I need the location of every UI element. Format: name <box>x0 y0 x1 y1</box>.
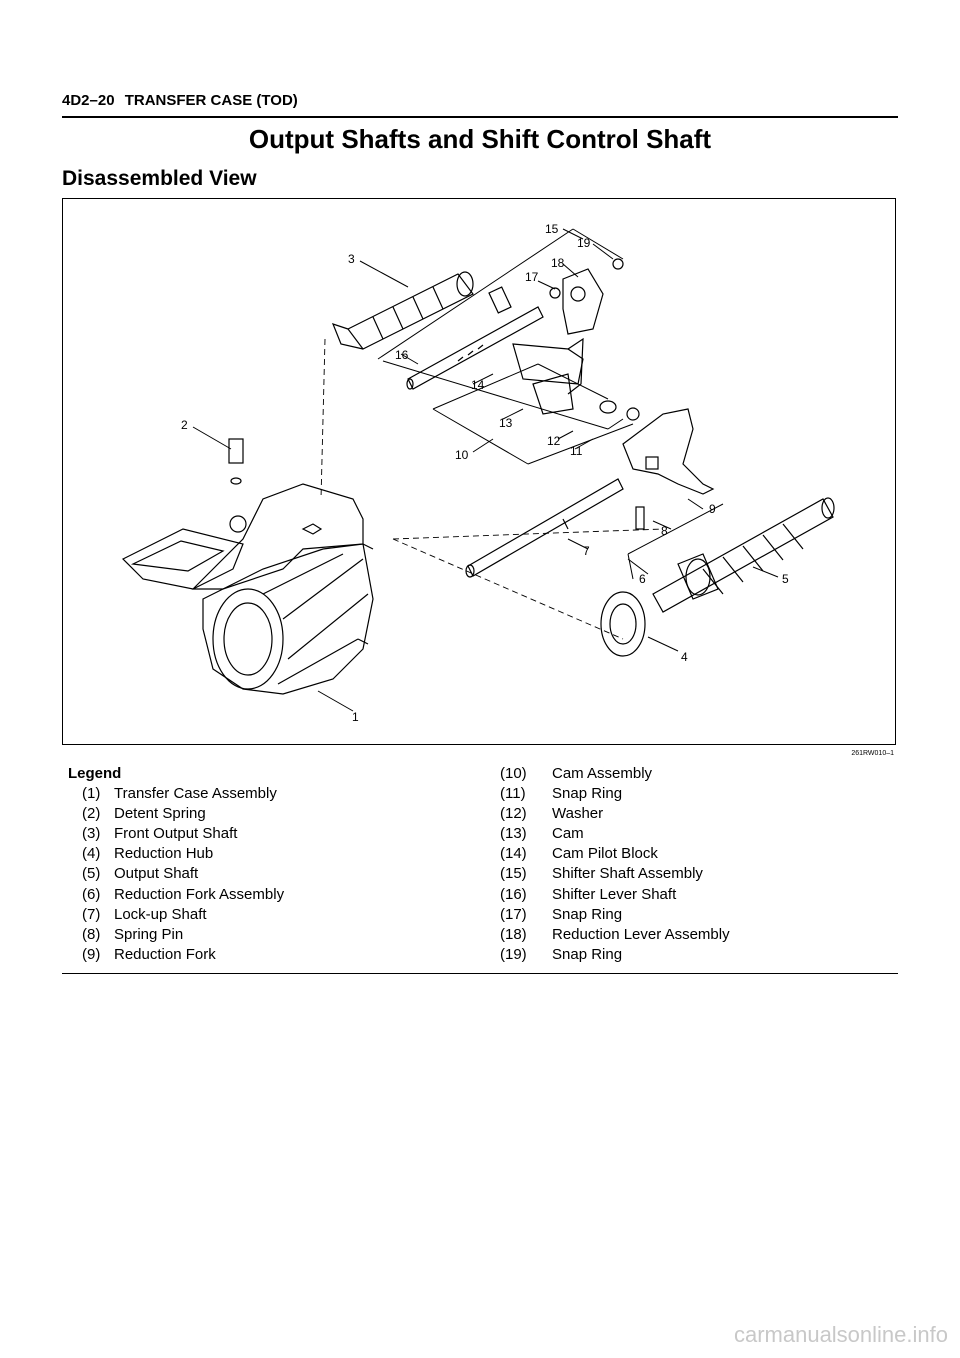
callout-15: 15 <box>545 222 559 236</box>
legend-item: (2)Detent Spring <box>82 805 206 823</box>
legend-item: (9)Reduction Fork <box>82 945 216 963</box>
callout-9: 9 <box>709 502 716 516</box>
legend-right-column: (10)Cam Assembly (11)Snap Ring (12)Washe… <box>500 764 730 965</box>
callout-10: 10 <box>455 448 469 462</box>
callout-6: 6 <box>639 572 646 586</box>
page-header: 4D2–20 TRANSFER CASE (TOD) <box>62 92 304 109</box>
section-name: TRANSFER CASE (TOD) <box>124 92 298 109</box>
legend-item: (15)Shifter Shaft Assembly <box>500 865 703 883</box>
callout-5: 5 <box>782 572 789 586</box>
callout-8: 8 <box>661 524 668 538</box>
bottom-divider <box>62 973 898 974</box>
legend-item: (10)Cam Assembly <box>500 765 653 782</box>
dashed-centerlines <box>320 338 664 640</box>
callout-18: 18 <box>551 256 565 270</box>
transfer-case-housing <box>121 483 374 695</box>
callout-12: 12 <box>547 434 561 448</box>
legend-item: (8)Spring Pin <box>82 925 184 943</box>
legend-item: (12)Washer <box>500 805 604 823</box>
legend-item: (13)Cam <box>500 825 584 843</box>
callout-17: 17 <box>525 270 539 284</box>
callout-2: 2 <box>181 418 188 432</box>
legend-item: (6)Reduction Fork Assembly <box>82 885 285 903</box>
leader-lines <box>192 228 779 712</box>
reduction-hub-part <box>600 591 646 657</box>
watermark-text: carmanualsonline.info <box>733 1322 948 1347</box>
callout-13: 13 <box>499 416 513 430</box>
legend-item: (1)Transfer Case Assembly <box>82 785 277 803</box>
reduction-lever-part <box>549 258 624 335</box>
section-code: 4D2–20 <box>62 92 115 109</box>
legend-item: (14)Cam Pilot Block <box>500 845 658 863</box>
front-output-shaft-part <box>331 271 474 350</box>
detent-spring-part <box>228 438 244 485</box>
callout-labels: 3 2 1 4 5 6 7 8 9 10 11 12 13 14 15 16 1… <box>181 222 789 724</box>
callout-1: 1 <box>352 710 359 724</box>
exploded-diagram: 3 2 1 4 5 6 7 8 9 10 11 12 13 14 15 16 1… <box>62 198 896 745</box>
callout-16: 16 <box>395 348 409 362</box>
figure-code: 261RW010–1 <box>851 750 894 757</box>
header-divider <box>62 116 898 118</box>
legend-item: (5)Output Shaft <box>82 865 199 883</box>
lockup-shaft-part <box>465 478 624 578</box>
output-shaft-part <box>652 497 835 613</box>
callout-11: 11 <box>570 444 583 458</box>
legend-item: (19)Snap Ring <box>500 945 623 963</box>
legend-item: (7)Lock-up Shaft <box>82 905 207 923</box>
shifter-lever-shaft-part <box>406 286 544 390</box>
legend-item: (18)Reduction Lever Assembly <box>500 925 730 943</box>
legend-item: (16)Shifter Lever Shaft <box>500 885 677 903</box>
callout-4: 4 <box>681 650 688 664</box>
legend-heading: Legend <box>68 765 122 782</box>
group-brackets <box>377 228 724 580</box>
cam-part <box>512 337 640 421</box>
legend-left-column: Legend (1)Transfer Case Assembly (2)Dete… <box>68 764 284 965</box>
legend-item: (3)Front Output Shaft <box>82 825 238 843</box>
reduction-fork-part <box>622 408 715 530</box>
diagram-drawing: 3 2 1 4 5 6 7 8 9 10 11 12 13 14 15 16 1… <box>121 222 835 724</box>
legend-item: (4)Reduction Hub <box>82 845 214 863</box>
callout-14: 14 <box>471 378 485 392</box>
callout-7: 7 <box>583 544 590 558</box>
callout-3: 3 <box>348 252 355 266</box>
legend-item: (17)Snap Ring <box>500 905 623 923</box>
page-subtitle: Disassembled View <box>62 167 257 190</box>
page-title: Output Shafts and Shift Control Shaft <box>248 124 712 154</box>
callout-19: 19 <box>577 236 591 250</box>
legend-item: (11)Snap Ring <box>500 785 623 803</box>
